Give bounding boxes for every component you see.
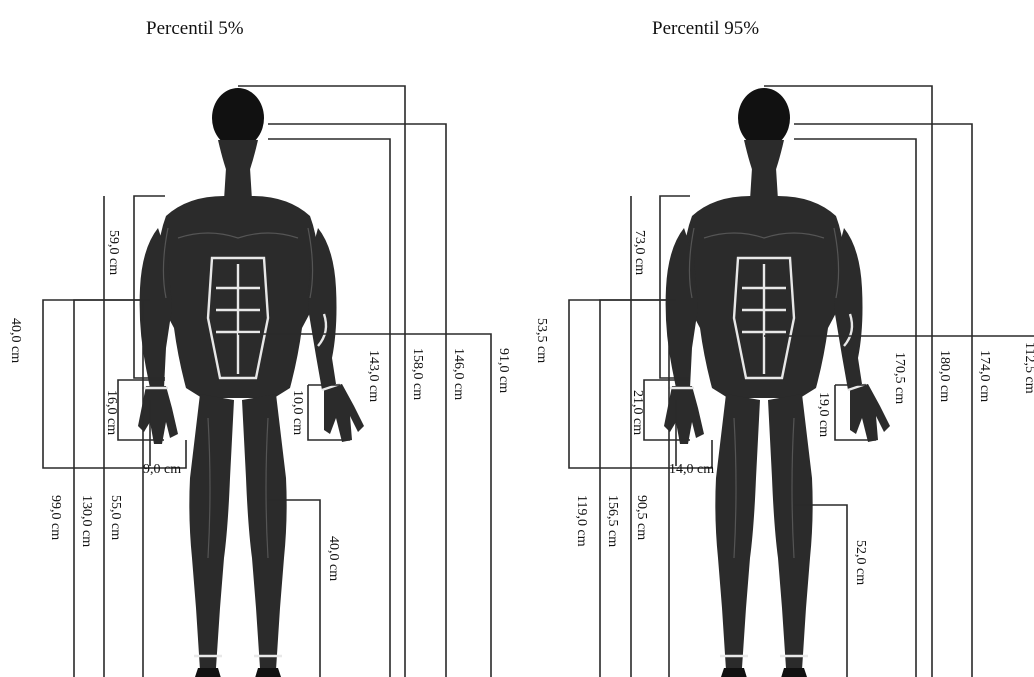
label-hip-height-p95: 119,0 cm [574, 495, 589, 547]
label-knee-height-p95: 90,5 cm [634, 495, 649, 540]
label-lower-leg-p95: 52,0 cm [853, 540, 868, 585]
hip-height-line-p95 [600, 300, 676, 677]
label-shoulder-height-p5: 130,0 cm [79, 495, 94, 547]
label-stature-p95: 180,0 cm [937, 350, 952, 402]
label-waist-height-p5: 91,0 cm [496, 348, 511, 393]
label-knee-height-p5: 55,0 cm [108, 495, 123, 540]
panel-p95: 73,0 cm 53,5 cm 21,0 cm 14,0 cm 119,0 cm… [534, 86, 1034, 677]
label-hand-length-p5: 16,0 cm [104, 390, 119, 435]
label-hand-width-p5: 9,0 cm [143, 462, 181, 477]
label-hip-height-p5: 99,0 cm [48, 495, 63, 540]
label-lower-leg-p5: 40,0 cm [326, 536, 341, 581]
label-hand-length-p95: 21,0 cm [630, 390, 645, 435]
body-figure-p5 [138, 88, 364, 677]
label-head-height-p95: 174,0 cm [977, 350, 992, 402]
label-hand-width-p95: 14,0 cm [669, 462, 714, 477]
label-stature-p5: 158,0 cm [410, 348, 425, 400]
label-eye-height-p5: 143,0 cm [366, 350, 381, 402]
label-waist-height-p95: 112,5 cm [1022, 342, 1034, 394]
label-eye-height-p95: 170,5 cm [892, 352, 907, 404]
label-shoulder-elbow-p5: 59,0 cm [106, 230, 121, 275]
label-palm-length-p95: 19,0 cm [816, 392, 831, 437]
hip-height-line-p5 [74, 300, 150, 677]
label-shoulder-elbow-p95: 73,0 cm [632, 230, 647, 275]
label-forearm-span-p95: 53,5 cm [534, 318, 549, 363]
label-forearm-span-p5: 40,0 cm [8, 318, 23, 363]
label-head-height-p5: 146,0 cm [451, 348, 466, 400]
panel-p5: 59,0 cm 40,0 cm 16,0 cm 9,0 cm 99,0 cm 1… [8, 86, 511, 677]
label-palm-length-p5: 10,0 cm [290, 390, 305, 435]
label-shoulder-height-p95: 156,5 cm [605, 495, 620, 547]
body-figure-p95 [664, 88, 890, 677]
